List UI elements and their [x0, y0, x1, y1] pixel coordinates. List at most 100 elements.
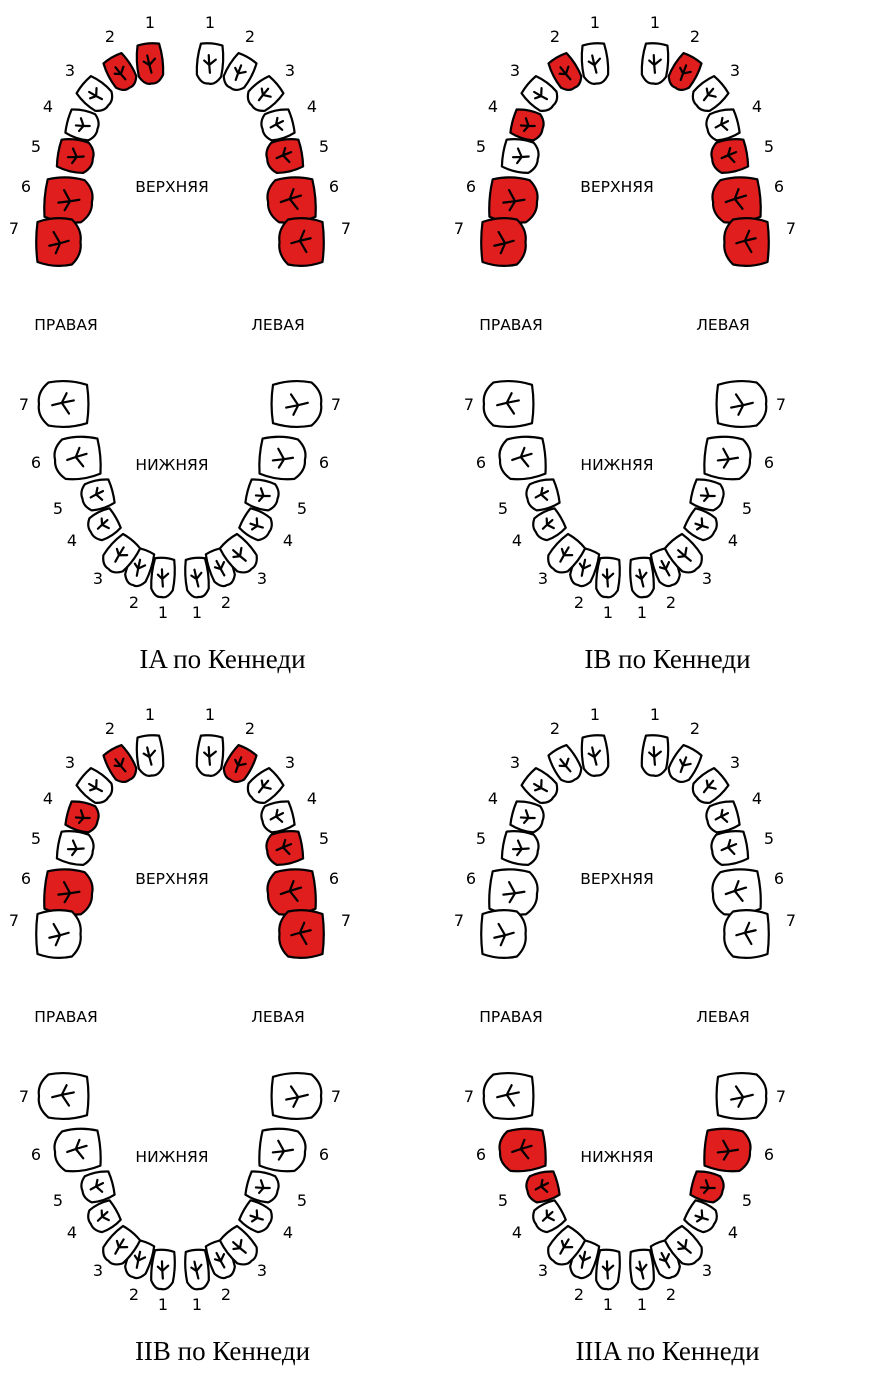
tooth-number-5: 5 — [297, 499, 307, 518]
tooth-number-2: 2 — [574, 1285, 584, 1304]
lower-jaw-label: НИЖНЯЯ — [135, 456, 208, 474]
tooth-5 — [500, 137, 540, 175]
tooth-7 — [279, 218, 324, 266]
tooth-number-2: 2 — [221, 1285, 231, 1304]
tooth-7 — [272, 381, 322, 427]
tooth-number-4: 4 — [283, 531, 293, 550]
tooth-number-5: 5 — [31, 829, 41, 848]
tooth-number-4: 4 — [43, 789, 53, 808]
tooth-number-2: 2 — [690, 27, 700, 46]
tooth-number-6: 6 — [764, 1145, 774, 1164]
tooth-number-3: 3 — [93, 569, 103, 588]
tooth-number-5: 5 — [742, 499, 752, 518]
tooth-number-7: 7 — [331, 1087, 341, 1106]
tooth-number-6: 6 — [774, 869, 784, 888]
tooth-5 — [709, 829, 749, 867]
tooth-6 — [258, 435, 307, 481]
lower-jaw: 12345671234567 — [464, 381, 786, 622]
tooth-7 — [481, 910, 526, 958]
tooth-number-7: 7 — [19, 395, 29, 414]
tooth-number-2: 2 — [245, 719, 255, 738]
tooth-7 — [484, 1073, 534, 1119]
upper-jaw-label: ВЕРХНЯЯ — [580, 870, 654, 888]
upper-jaw: 12345671234567 — [454, 705, 796, 958]
tooth-number-6: 6 — [476, 1145, 486, 1164]
tooth-number-2: 2 — [550, 27, 560, 46]
tooth-number-3: 3 — [702, 1261, 712, 1280]
tooth-number-3: 3 — [538, 569, 548, 588]
tooth-number-7: 7 — [341, 911, 351, 930]
tooth-number-5: 5 — [498, 1191, 508, 1210]
tooth-7 — [724, 910, 769, 958]
tooth-1 — [580, 734, 609, 776]
tooth-number-1: 1 — [637, 1295, 647, 1314]
left-side-label: ЛЕВАЯ — [251, 316, 304, 334]
panel-caption: IIIA по Кеннеди — [445, 1336, 889, 1367]
tooth-number-6: 6 — [319, 1145, 329, 1164]
tooth-5 — [244, 477, 281, 513]
tooth-number-2: 2 — [129, 1285, 139, 1304]
tooth-5 — [244, 1169, 281, 1205]
tooth-5 — [55, 829, 95, 867]
tooth-number-3: 3 — [702, 569, 712, 588]
tooth-number-4: 4 — [307, 97, 317, 116]
tooth-6 — [53, 435, 102, 481]
tooth-number-5: 5 — [297, 1191, 307, 1210]
dental-chart-diagram: 1234567123456712345671234567ВЕРХНЯЯНИЖНЯ… — [0, 692, 445, 1332]
panel-caption: IB по Кеннеди — [445, 644, 889, 675]
tooth-5 — [264, 829, 304, 867]
tooth-6 — [711, 867, 762, 916]
tooth-number-2: 2 — [245, 27, 255, 46]
tooth-number-2: 2 — [105, 719, 115, 738]
tooth-number-1: 1 — [650, 13, 660, 32]
tooth-number-4: 4 — [728, 1223, 738, 1242]
tooth-7 — [481, 218, 526, 266]
tooth-1 — [629, 557, 655, 598]
tooth-number-3: 3 — [510, 753, 520, 772]
tooth-number-6: 6 — [329, 177, 339, 196]
tooth-number-2: 2 — [105, 27, 115, 46]
dental-chart-diagram: 1234567123456712345671234567ВЕРХНЯЯНИЖНЯ… — [445, 692, 889, 1332]
tooth-4 — [259, 799, 296, 835]
tooth-number-5: 5 — [319, 829, 329, 848]
tooth-number-5: 5 — [764, 137, 774, 156]
tooth-1 — [640, 42, 669, 84]
tooth-number-7: 7 — [9, 219, 19, 238]
tooth-number-7: 7 — [9, 911, 19, 930]
tooth-number-4: 4 — [512, 1223, 522, 1242]
tooth-1 — [195, 734, 224, 776]
tooth-1 — [150, 1249, 176, 1290]
tooth-number-2: 2 — [129, 593, 139, 612]
tooth-1 — [135, 734, 164, 776]
tooth-number-6: 6 — [466, 177, 476, 196]
tooth-number-7: 7 — [341, 219, 351, 238]
tooth-1 — [184, 557, 210, 598]
tooth-number-6: 6 — [764, 453, 774, 472]
tooth-number-4: 4 — [43, 97, 53, 116]
dental-chart-diagram: 1234567123456712345671234567ВЕРХНЯЯНИЖНЯ… — [0, 0, 445, 640]
tooth-number-4: 4 — [307, 789, 317, 808]
tooth-number-3: 3 — [510, 61, 520, 80]
left-side-label: ЛЕВАЯ — [696, 316, 749, 334]
upper-jaw-label: ВЕРХНЯЯ — [580, 178, 654, 196]
tooth-5 — [524, 1169, 561, 1205]
tooth-7 — [724, 218, 769, 266]
tooth-number-2: 2 — [666, 1285, 676, 1304]
tooth-number-7: 7 — [776, 1087, 786, 1106]
upper-jaw: 12345671234567 — [454, 13, 796, 266]
tooth-number-5: 5 — [764, 829, 774, 848]
tooth-number-7: 7 — [786, 219, 796, 238]
tooth-number-5: 5 — [742, 1191, 752, 1210]
tooth-6 — [266, 175, 317, 224]
tooth-number-1: 1 — [158, 1295, 168, 1314]
tooth-number-6: 6 — [329, 869, 339, 888]
tooth-7 — [39, 381, 89, 427]
tooth-number-3: 3 — [65, 61, 75, 80]
tooth-number-4: 4 — [67, 531, 77, 550]
tooth-6 — [488, 175, 539, 224]
tooth-1 — [150, 557, 176, 598]
